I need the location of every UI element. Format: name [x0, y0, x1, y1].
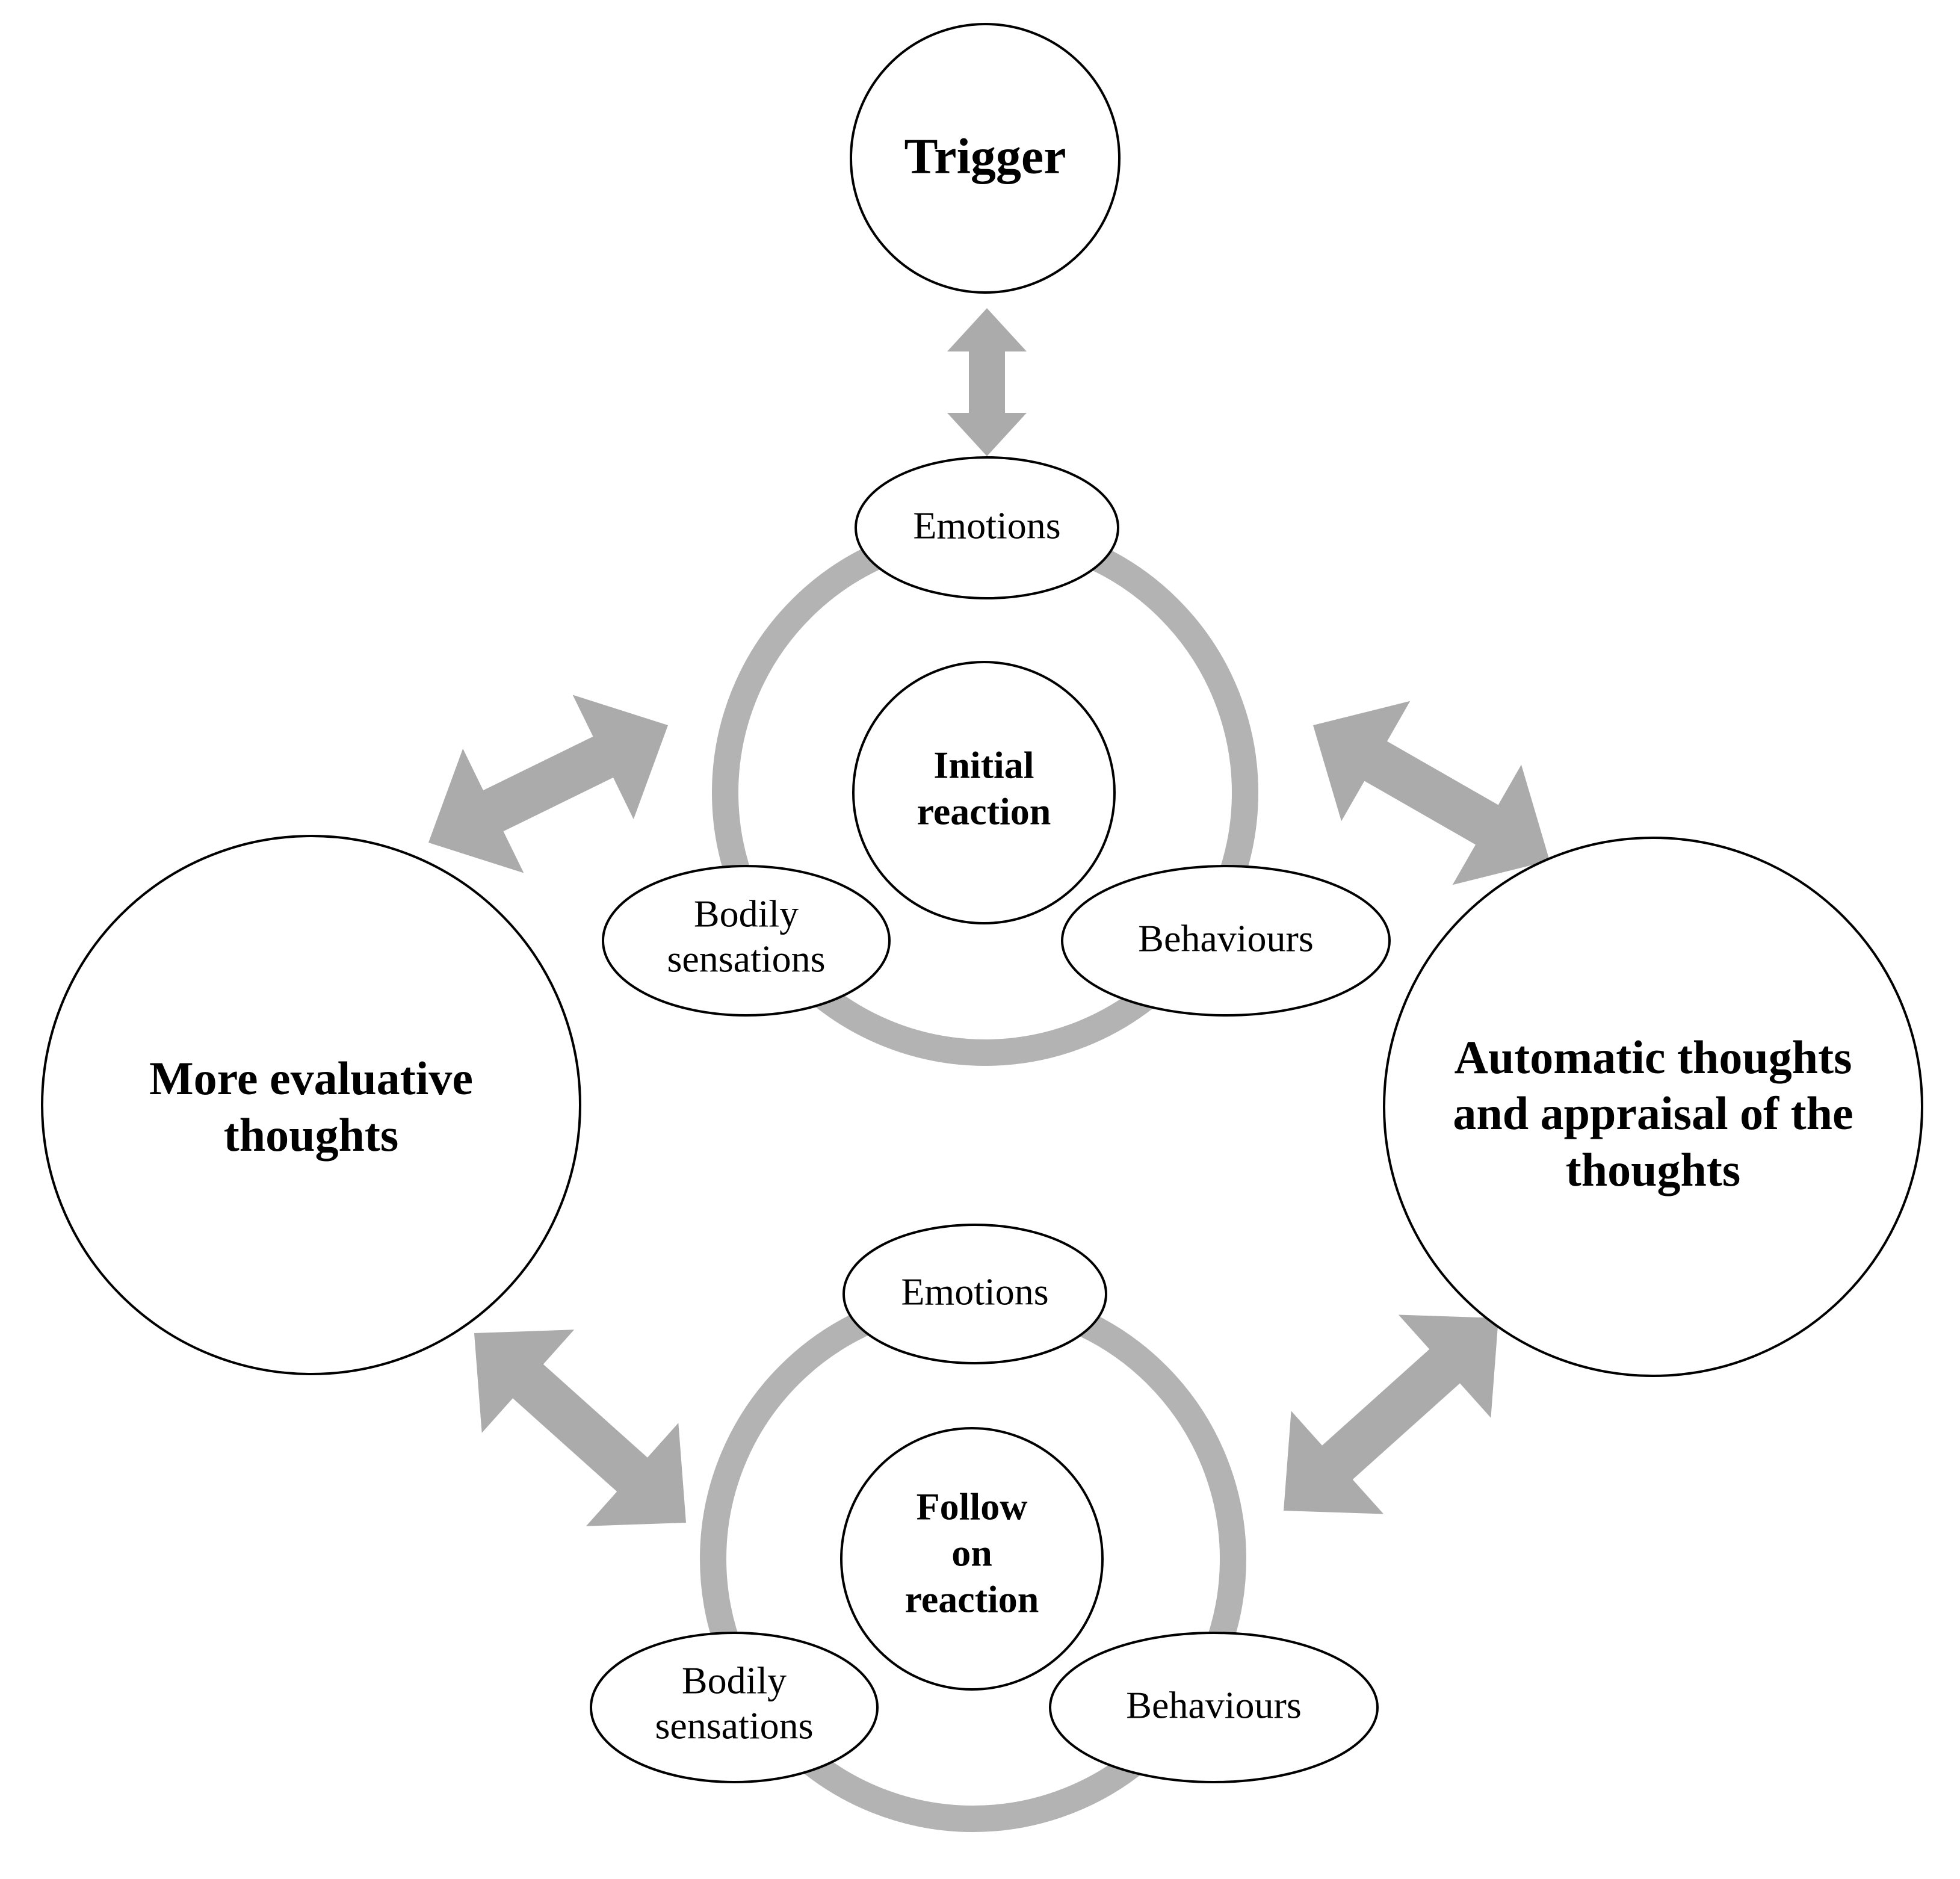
follow-on-bodily-sensations-node: Bodily sensations — [590, 1632, 879, 1783]
initial-evaluative-double-arrow — [428, 695, 668, 873]
follow-on-behaviours-label: Behaviours — [1126, 1684, 1302, 1727]
trigger-initial-double-arrow — [947, 308, 1027, 456]
initial-bodily-line-1: Bodily — [694, 893, 799, 935]
evaluative-followon-double-arrow — [474, 1330, 686, 1526]
follow-on-bodily-line-2: sensations — [655, 1704, 813, 1747]
follow-on-line-1: Follow — [917, 1485, 1028, 1528]
trigger-label: Trigger — [904, 128, 1066, 184]
automatic-thoughts-line-3: thoughts — [1566, 1144, 1740, 1196]
more-evaluative-line-1: More evaluative — [149, 1052, 473, 1104]
follow-on-line-3: reaction — [905, 1578, 1039, 1621]
automatic-thoughts-node: Automatic thoughts and appraisal of the … — [1383, 837, 1923, 1377]
initial-emotions-label: Emotions — [913, 504, 1060, 547]
more-evaluative-thoughts-node: More evaluative thoughts — [41, 835, 581, 1375]
initial-automatic-double-arrow — [1313, 701, 1550, 885]
initial-bodily-line-2: sensations — [667, 938, 825, 980]
initial-emotions-node: Emotions — [855, 456, 1119, 599]
initial-behaviours-node: Behaviours — [1061, 865, 1391, 1017]
follow-on-line-2: on — [951, 1532, 992, 1574]
initial-behaviours-label: Behaviours — [1138, 917, 1314, 960]
initial-bodily-sensations-node: Bodily sensations — [602, 865, 891, 1017]
follow-on-emotions-label: Emotions — [901, 1271, 1048, 1313]
trigger-node: Trigger — [850, 23, 1121, 294]
automatic-thoughts-line-1: Automatic thoughts — [1455, 1031, 1852, 1083]
initial-reaction-line-1: Initial — [933, 744, 1034, 787]
follow-on-behaviours-node: Behaviours — [1049, 1632, 1379, 1783]
more-evaluative-line-2: thoughts — [224, 1109, 398, 1161]
initial-reaction-center: Initial reaction — [852, 661, 1116, 924]
automatic-thoughts-line-2: and appraisal of the — [1453, 1087, 1853, 1139]
initial-reaction-line-2: reaction — [917, 790, 1051, 833]
automatic-followon-double-arrow — [1284, 1314, 1498, 1514]
follow-on-bodily-line-1: Bodily — [682, 1659, 787, 1702]
follow-on-emotions-node: Emotions — [842, 1224, 1107, 1364]
follow-on-reaction-center: Follow on reaction — [840, 1427, 1104, 1691]
